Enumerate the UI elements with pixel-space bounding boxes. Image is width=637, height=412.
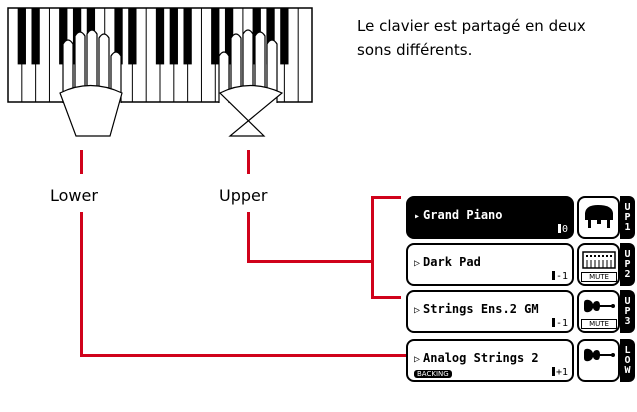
upper-bracket-top [371,196,401,199]
instrument-button-up3[interactable]: MUTE [577,290,620,333]
mute-label: MUTE [581,319,617,329]
lower-connector-horizontal [80,354,406,357]
sound-name: ▷Strings Ens.2 GM [414,302,539,316]
sound-track-up1[interactable]: ▸Grand Piano 0 [406,196,574,239]
upper-label: Upper [219,186,268,205]
play-triangle-icon: ▷ [414,354,421,365]
octave-transpose: +1 [551,367,568,378]
sound-track-up3[interactable]: ▷Strings Ens.2 GM -1 [406,290,574,333]
sound-track-low[interactable]: ▷Analog Strings 2 BACKING +1 [406,339,574,382]
upper-bracket-vertical [371,196,374,299]
backing-badge: BACKING [414,370,452,378]
sound-name: ▸Grand Piano [414,208,503,222]
upper-connector-top [247,150,250,174]
lower-connector-vertical [80,212,83,357]
upper-bracket-bottom [371,296,401,299]
instrument-button-up1[interactable] [577,196,620,239]
octave-icon [551,271,555,280]
upper-connector-horizontal [247,260,372,263]
lower-label: Lower [50,186,98,205]
octave-icon [557,224,561,233]
sound-track-up2[interactable]: ▷Dark Pad -1 [406,243,574,286]
play-triangle-icon: ▷ [414,258,421,269]
instrument-button-low[interactable] [577,339,620,382]
lower-connector-top [80,150,83,174]
mute-label: MUTE [581,272,617,282]
instrument-button-up2[interactable]: MUTE [577,243,620,286]
octave-transpose: -1 [551,271,568,282]
keyboard-with-hands-illustration [7,7,313,137]
octave-icon [551,318,555,327]
split-description: Le clavier est partagé en deux sons diff… [357,17,586,59]
octave-transpose: 0 [557,224,568,235]
play-triangle-icon: ▸ [414,211,421,222]
play-triangle-icon: ▷ [414,305,421,316]
sound-name: ▷Analog Strings 2 [414,351,539,365]
octave-transpose: -1 [551,318,568,329]
octave-icon [551,367,555,376]
sound-name: ▷Dark Pad [414,255,481,269]
upper-connector-vertical [247,212,250,263]
